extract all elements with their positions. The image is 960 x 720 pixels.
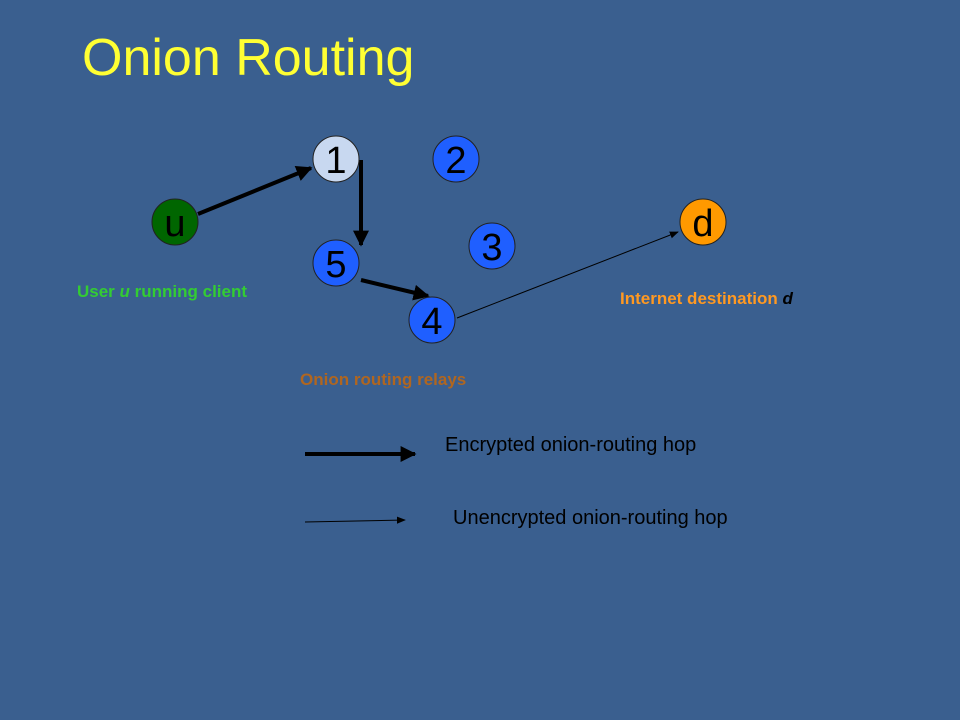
node-1: 1 <box>312 135 360 183</box>
destination-caption: Internet destination d <box>620 289 793 308</box>
node-u: u <box>151 198 199 246</box>
edge-4-to-d <box>456 231 679 319</box>
svg-text:3: 3 <box>481 227 502 269</box>
legend-unencrypted-arrow <box>304 516 406 524</box>
svg-text:u: u <box>164 203 185 245</box>
edge-u-to-1 <box>197 166 313 216</box>
legend-unencrypted-label: Unencrypted onion-routing hop <box>453 507 728 529</box>
node-2: 2 <box>432 135 480 183</box>
svg-text:d: d <box>692 203 713 245</box>
svg-text:1: 1 <box>325 140 346 182</box>
page-title: Onion Routing <box>82 29 415 87</box>
relays-caption: Onion routing relays <box>300 370 467 389</box>
node-5: 5 <box>312 239 360 287</box>
node-d: d <box>679 198 727 246</box>
user-caption: User u running client <box>77 282 248 301</box>
node-3: 3 <box>468 222 516 270</box>
svg-text:4: 4 <box>421 301 442 343</box>
node-4: 4 <box>408 296 456 344</box>
svg-text:2: 2 <box>445 140 466 182</box>
edge-5-to-4 <box>360 278 430 301</box>
legend-encrypted-label: Encrypted onion-routing hop <box>445 434 697 456</box>
svg-text:5: 5 <box>325 244 346 286</box>
